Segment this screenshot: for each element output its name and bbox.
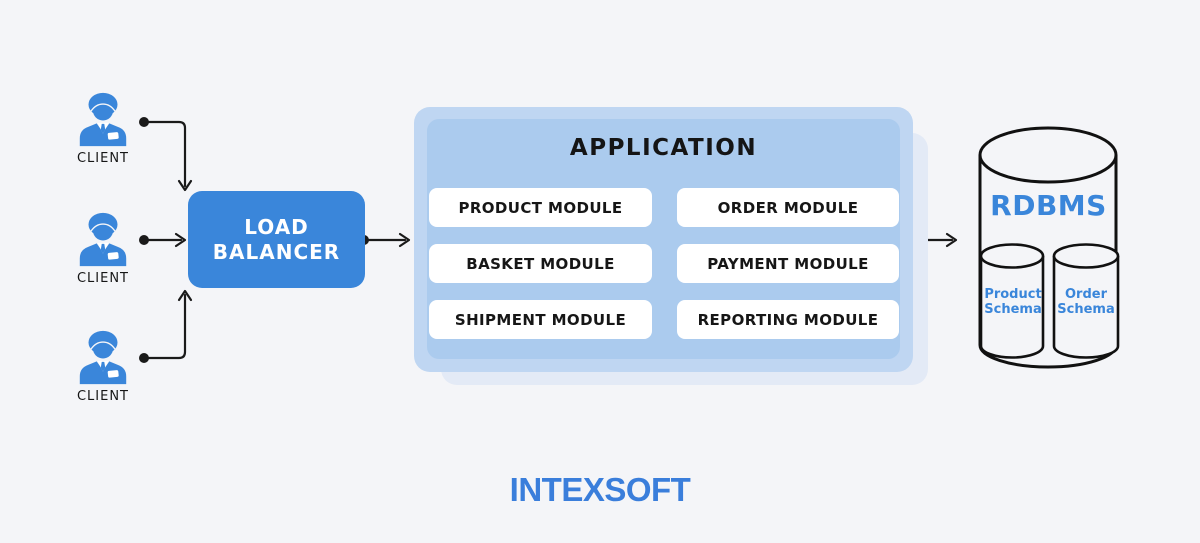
order-schema-line2: Schema <box>1057 302 1115 318</box>
order-schema-label: Order Schema <box>1053 287 1119 318</box>
client-2-label: CLIENT <box>76 271 130 286</box>
rdbms-title: RDBMS <box>990 189 1107 222</box>
database-cylinder-icon <box>978 126 1120 369</box>
module-payment: PAYMENT MODULE <box>677 244 899 283</box>
client-2 <box>74 210 132 272</box>
load-balancer-label-line2: BALANCER <box>212 239 341 264</box>
module-basket: BASKET MODULE <box>429 244 652 283</box>
client-1-label: CLIENT <box>76 151 130 166</box>
client-1 <box>74 90 132 152</box>
order-schema-line1: Order <box>1065 287 1107 302</box>
load-balancer-label-line1: LOAD <box>244 214 309 239</box>
client2-arrow <box>139 232 187 248</box>
person-icon <box>79 92 127 147</box>
product-schema-line1: Product <box>984 287 1042 302</box>
product-schema-label: Product Schema <box>980 287 1046 318</box>
person-icon <box>79 212 127 267</box>
person-icon <box>79 330 127 385</box>
application-title: APPLICATION <box>569 135 758 161</box>
intexsoft-logo: INTEXSOFT <box>509 471 691 508</box>
client-3-label: CLIENT <box>76 389 130 404</box>
client-3 <box>74 328 132 390</box>
order-schema-cylinder <box>1052 243 1120 359</box>
module-product: PRODUCT MODULE <box>429 188 652 227</box>
loadbalancer-to-application-arrow <box>359 232 411 248</box>
modules-grid: PRODUCT MODULE ORDER MODULE BASKET MODUL… <box>429 188 899 339</box>
load-balancer-box: LOAD BALANCER <box>188 191 365 288</box>
module-reporting: REPORTING MODULE <box>677 300 899 339</box>
product-schema-line2: Schema <box>984 302 1042 318</box>
module-shipment: SHIPMENT MODULE <box>429 300 652 339</box>
product-schema-cylinder <box>979 243 1045 359</box>
module-order: ORDER MODULE <box>677 188 899 227</box>
client3-arrow <box>139 289 193 363</box>
